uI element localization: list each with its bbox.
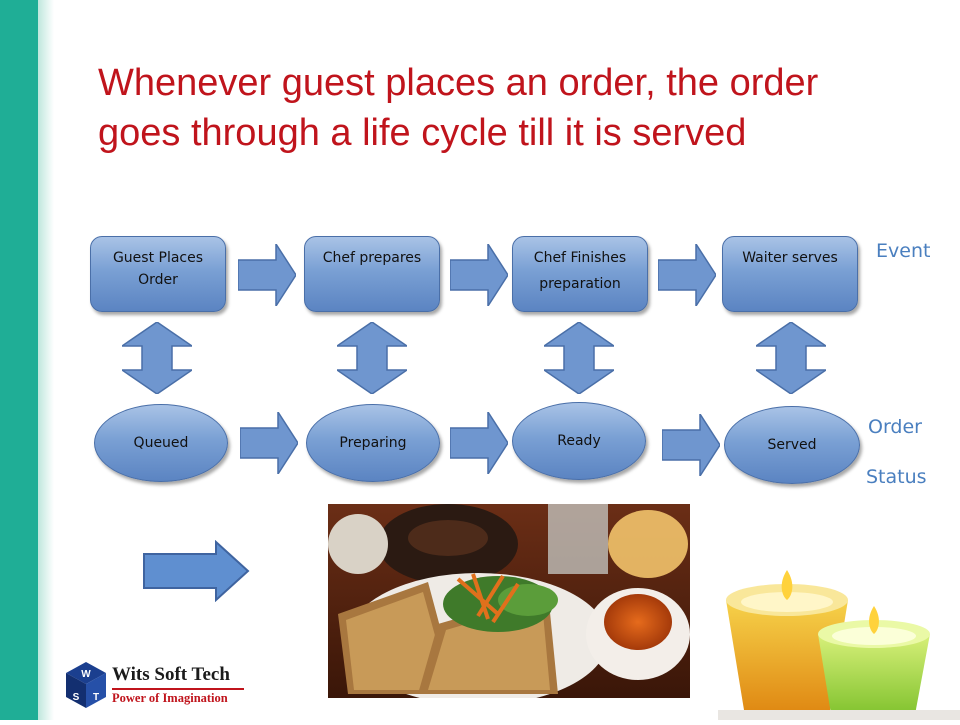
right-arrow-icon [450,244,508,306]
double-arrow-icon [337,322,407,394]
event-label: Waiter serves [742,250,838,266]
right-arrow-icon [658,244,716,306]
large-right-arrow-icon [142,540,250,602]
logo-letter: W [81,669,91,680]
right-arrow-icon [240,412,298,474]
double-arrow-icon [756,322,826,394]
logo-letter: T [93,692,99,703]
right-arrow-icon [662,414,720,476]
logo-letter: S [73,692,80,703]
company-logo: W S T Wits Soft Tech Power of Imaginatio… [64,660,254,714]
status-oval-ready: Ready [512,402,646,480]
accent-bar [0,0,38,720]
event-box-chef-prepares: Chef prepares [304,236,440,312]
candles-photo [718,560,960,720]
status-row-label-line-1: Order [868,416,922,438]
cube-logo-icon: W S T [66,662,106,708]
title-line-1: Whenever guest places an order, the orde… [98,62,819,104]
status-oval-queued: Queued [94,404,228,482]
event-label: Chef prepares [322,250,422,266]
event-label: Guest Places [112,250,204,266]
title-line-2: goes through a life cycle till it is ser… [98,112,747,154]
food-photo [328,504,690,698]
event-label: preparation [539,276,621,292]
slide-title: Whenever guest places an order, the orde… [98,58,938,158]
logo-divider [112,688,244,690]
status-oval-preparing: Preparing [306,404,440,482]
event-box-chef-finishes-preparation: Chef Finishes preparation [512,236,648,312]
right-arrow-icon [450,412,508,474]
right-arrow-icon [238,244,296,306]
event-label: Order [138,272,178,288]
accent-bar-fade [38,0,54,720]
company-name: Wits Soft Tech [112,664,230,685]
event-box-guest-places-order: Guest Places Order [90,236,226,312]
status-row-label-line-2: Status [866,466,927,488]
event-label: Chef Finishes [533,250,627,266]
double-arrow-icon [544,322,614,394]
double-arrow-icon [122,322,192,394]
status-oval-served: Served [724,406,860,484]
company-tagline: Power of Imagination [112,691,228,705]
event-row-label: Event [876,240,931,262]
event-box-waiter-serves: Waiter serves [722,236,858,312]
